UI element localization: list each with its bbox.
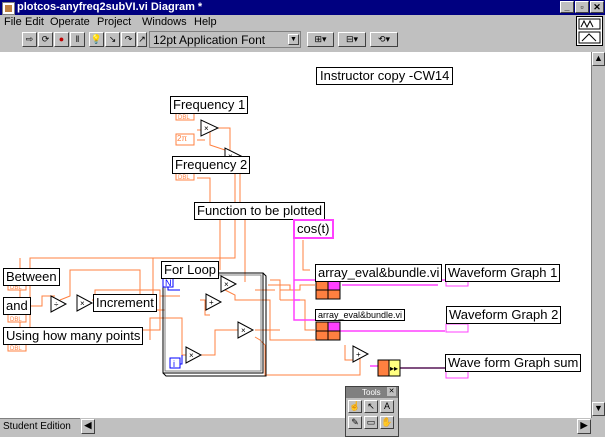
svg-text:DBL: DBL bbox=[10, 317, 22, 323]
instructor-note: Instructor copy -CW14 bbox=[316, 67, 454, 85]
scroll-down-icon[interactable]: ▼ bbox=[592, 402, 605, 416]
text-tool-icon[interactable]: A bbox=[380, 400, 394, 413]
menu-edit[interactable]: Edit bbox=[25, 16, 44, 28]
svg-text:DBL: DBL bbox=[178, 175, 190, 181]
window-titlebar[interactable]: plotcos-anyfreq2subVI.vi Diagram * _ ▫ ✕ bbox=[0, 0, 605, 15]
status-bar-label: Student Edition bbox=[0, 418, 80, 435]
terminals bbox=[7, 111, 195, 352]
tools-palette-title: Tools bbox=[362, 388, 381, 397]
svg-text:×: × bbox=[224, 280, 229, 289]
bundle-node: ▸▸ bbox=[377, 359, 401, 377]
svg-text:×: × bbox=[204, 124, 209, 133]
function-label[interactable]: Function to be plotted bbox=[194, 202, 326, 220]
subvi2-label[interactable]: array_eval&bundle.vi bbox=[315, 309, 406, 321]
waveform-graph2-label[interactable]: Waveform Graph 2 bbox=[446, 306, 562, 324]
step-out-icon[interactable]: ↗ bbox=[137, 32, 147, 47]
font-selector-value: 12pt Application Font bbox=[153, 33, 266, 47]
window-title: plotcos-anyfreq2subVI.vi Diagram * bbox=[17, 1, 203, 13]
scroll-right-icon[interactable]: ▶ bbox=[577, 419, 591, 434]
scroll-left-icon[interactable]: ◀ bbox=[81, 419, 95, 434]
abort-icon[interactable]: ● bbox=[54, 32, 69, 47]
vertical-scrollbar[interactable]: ▲ ▼ bbox=[591, 52, 605, 418]
waveform-graph1-label[interactable]: Waveform Graph 1 bbox=[445, 264, 561, 282]
function-value-constant[interactable]: cos(t) bbox=[293, 219, 334, 239]
pink-wires bbox=[293, 236, 445, 369]
increment-label[interactable]: Increment bbox=[93, 294, 157, 312]
run-continuous-icon[interactable]: ⟳ bbox=[38, 32, 53, 47]
scroll-up-icon[interactable]: ▲ bbox=[592, 52, 605, 66]
svg-text:+: + bbox=[209, 298, 214, 307]
svg-text:×: × bbox=[80, 299, 85, 308]
svg-text:▸▸: ▸▸ bbox=[390, 364, 398, 373]
font-selector[interactable]: 12pt Application Font ▼ bbox=[149, 31, 301, 48]
svg-text:+: + bbox=[356, 350, 361, 359]
labview-icon bbox=[2, 2, 15, 15]
tools-palette-header[interactable]: Tools ✕ bbox=[346, 387, 398, 398]
highlight-execution-icon[interactable]: 💡 bbox=[89, 32, 104, 47]
pause-icon[interactable]: ‖ bbox=[70, 32, 85, 47]
svg-text:i: i bbox=[173, 359, 175, 369]
subvi-blocks bbox=[315, 280, 341, 341]
operate-tool-icon[interactable]: ☝ bbox=[348, 400, 362, 413]
shortcut-tool-icon[interactable]: ▭ bbox=[364, 416, 378, 429]
frequency2-label[interactable]: Frequency 2 bbox=[172, 156, 251, 174]
menu-file[interactable]: File bbox=[4, 16, 22, 28]
between-label[interactable]: Between bbox=[3, 268, 60, 286]
menubar: File Edit Operate Project Windows Help bbox=[0, 15, 605, 29]
horizontal-scrollbar[interactable]: ◀ ▶ bbox=[81, 418, 605, 435]
waveform-graph-sum-label[interactable]: Wave form Graph sum bbox=[445, 354, 582, 372]
align-objects-icon[interactable]: ⊞▾ bbox=[307, 32, 334, 47]
loop-terminals: N i bbox=[162, 276, 181, 369]
minimize-button[interactable]: _ bbox=[560, 1, 574, 13]
step-into-icon[interactable]: ↘ bbox=[105, 32, 120, 47]
svg-text:×: × bbox=[189, 351, 194, 360]
for-loop-label[interactable]: For Loop bbox=[161, 261, 220, 279]
run-arrow-icon[interactable]: ⇨ bbox=[22, 32, 37, 47]
svg-text:DBL: DBL bbox=[10, 346, 22, 352]
position-tool-icon[interactable]: ↖ bbox=[364, 400, 378, 413]
scroll-tool-icon[interactable]: ✋ bbox=[380, 416, 394, 429]
and-label[interactable]: and bbox=[3, 297, 31, 315]
step-over-icon[interactable]: ↷ bbox=[121, 32, 136, 47]
close-button[interactable]: ✕ bbox=[590, 1, 604, 13]
menu-help[interactable]: Help bbox=[194, 16, 217, 28]
svg-text:÷: ÷ bbox=[54, 300, 59, 309]
menu-project[interactable]: Project bbox=[97, 16, 132, 28]
reorder-objects-icon[interactable]: ⟲▾ bbox=[370, 32, 398, 47]
points-label[interactable]: Using how many points bbox=[3, 327, 144, 345]
svg-text:×: × bbox=[241, 326, 246, 335]
menu-operate[interactable]: Operate bbox=[50, 16, 90, 28]
menu-windows[interactable]: Windows bbox=[142, 16, 187, 28]
vi-icon[interactable] bbox=[576, 16, 603, 46]
block-diagram-canvas[interactable]: × × ÷ × × + × × + ▸▸ bbox=[0, 52, 591, 418]
svg-text:DBL: DBL bbox=[10, 285, 22, 291]
chevron-down-icon: ▼ bbox=[288, 34, 299, 45]
svg-text:N: N bbox=[165, 278, 172, 288]
close-icon[interactable]: ✕ bbox=[387, 387, 396, 396]
two-pi-constant[interactable]: 2π bbox=[177, 134, 187, 143]
distribute-objects-icon[interactable]: ⊟▾ bbox=[338, 32, 366, 47]
subvi1-label[interactable]: array_eval&bundle.vi bbox=[315, 264, 443, 282]
tools-palette[interactable]: Tools ✕ ☝ ↖ A ✎ ▭ ✋ bbox=[345, 386, 399, 437]
maximize-button[interactable]: ▫ bbox=[575, 1, 589, 13]
frequency1-label[interactable]: Frequency 1 bbox=[170, 96, 249, 114]
svg-text:DBL: DBL bbox=[178, 115, 190, 121]
arith-nodes bbox=[50, 119, 370, 364]
wiring-tool-icon[interactable]: ✎ bbox=[348, 416, 362, 429]
